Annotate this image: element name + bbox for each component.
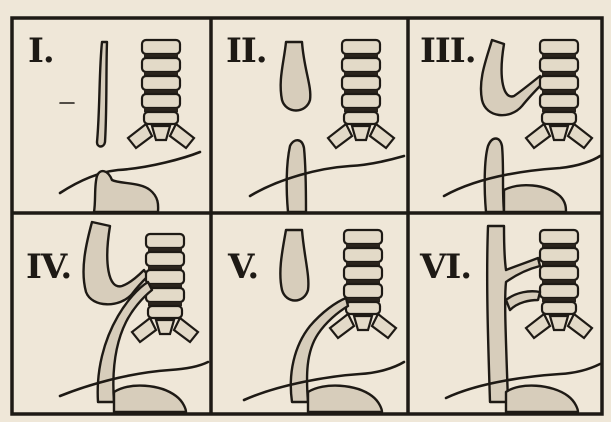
- trachea-shape: [128, 40, 194, 148]
- upper-pouch-shape: [280, 230, 308, 301]
- panel-6: VI.: [419, 226, 600, 412]
- panel-label-4: IV.: [26, 247, 71, 287]
- stomach-shape: [94, 171, 158, 212]
- panel-1: I.: [28, 31, 200, 212]
- diaphragm-line: [250, 156, 404, 196]
- stomach-shape: [114, 386, 186, 412]
- panel-4: IV.: [26, 222, 208, 412]
- panel-3: III.: [420, 31, 600, 212]
- lower-fistula-shape: [506, 291, 540, 310]
- panel-label-6: VI.: [419, 247, 471, 287]
- panel-label-2: II.: [226, 31, 267, 71]
- upper-pouch-shape: [281, 42, 311, 111]
- panel-5: V.: [227, 230, 404, 412]
- trachea-shape: [328, 40, 394, 148]
- esophagus-cord-shape: [97, 42, 107, 147]
- stomach-shape: [308, 386, 382, 412]
- stomach-shape: [506, 386, 578, 412]
- panel-label-1: I.: [28, 31, 54, 71]
- panel-label-3: III.: [420, 31, 476, 71]
- trachea-shape: [330, 230, 396, 338]
- upper-pouch-fistula-shape: [481, 40, 544, 115]
- stomach-shape: [504, 185, 566, 212]
- trachea-shape: [526, 40, 592, 148]
- trachea-shape: [526, 230, 592, 338]
- panel-2: II.: [226, 31, 404, 212]
- panel-label-5: V.: [227, 247, 258, 287]
